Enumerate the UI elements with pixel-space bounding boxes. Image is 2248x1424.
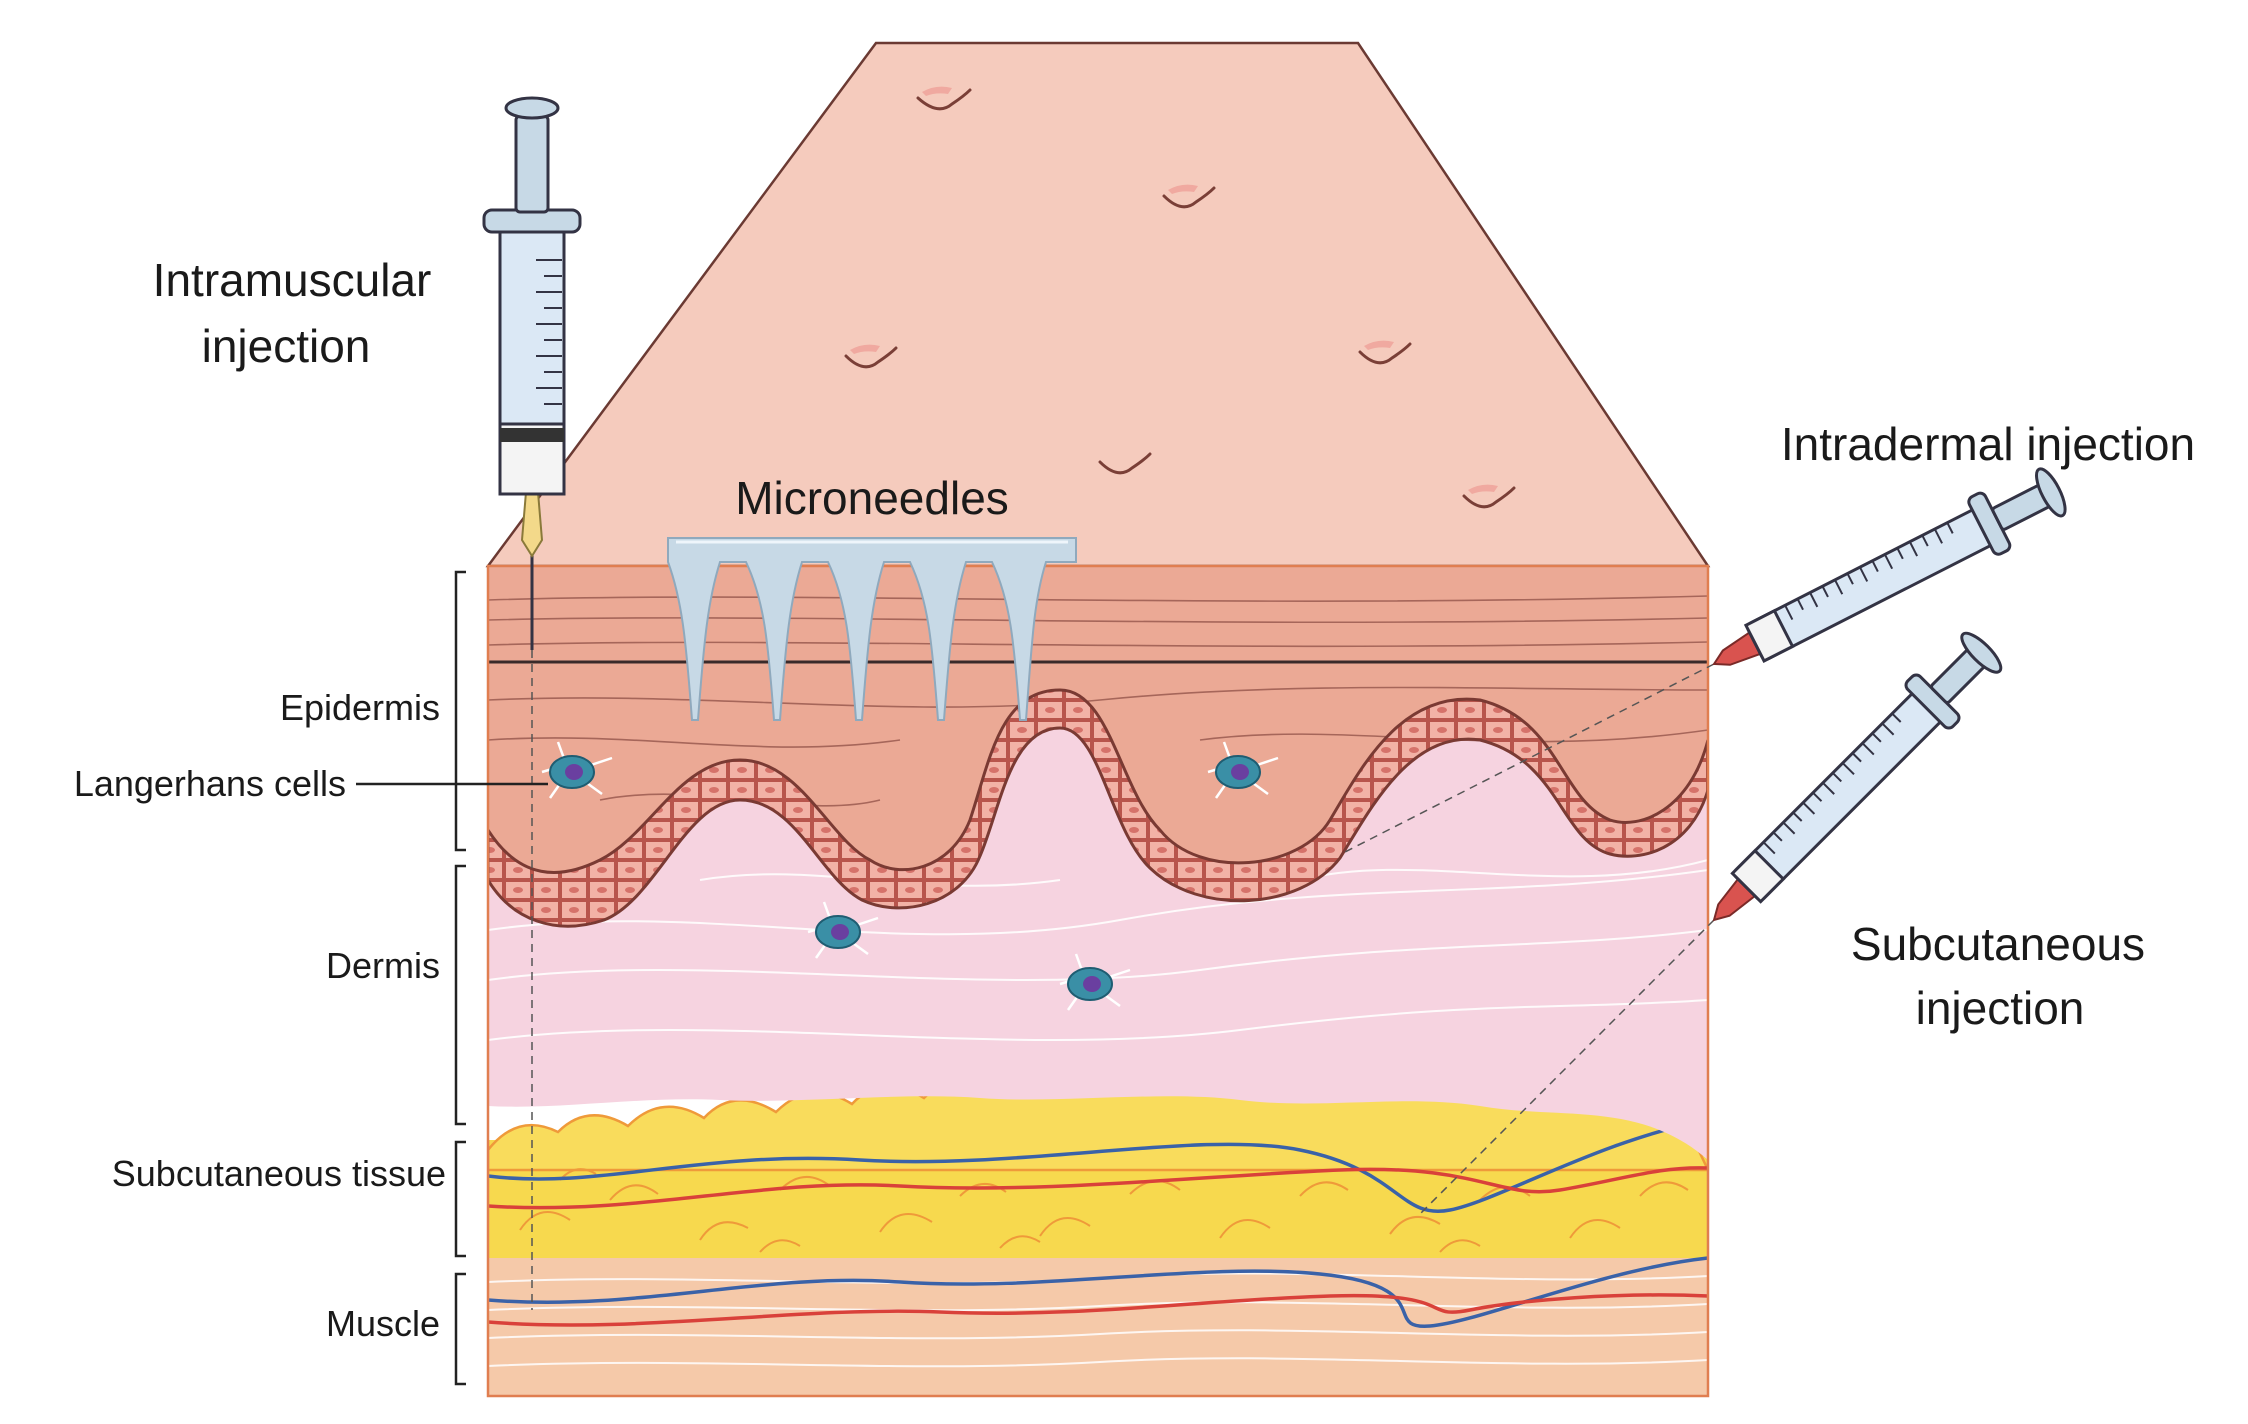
langerhans-label: Langerhans cells	[74, 763, 346, 804]
muscle-layer	[488, 1258, 1708, 1396]
muscle-label: Muscle	[326, 1303, 440, 1344]
langerhans-cell	[541, 741, 613, 799]
intramuscular-label-line1: Intramuscular	[153, 254, 432, 306]
layer-brackets	[356, 570, 548, 1386]
skin-pores	[844, 88, 1516, 509]
langerhans-cell	[1207, 741, 1279, 799]
intramuscular-label-line2: injection	[202, 320, 371, 372]
subcutaneous-label-line2: injection	[1916, 982, 2085, 1034]
epidermis-bracket	[454, 570, 466, 852]
langerhans-cell	[807, 901, 879, 959]
intramuscular-syringe	[482, 96, 582, 1310]
subcutaneous-label-line1: Subcutaneous	[1851, 918, 2145, 970]
subcutaneous-tissue-label: Subcutaneous tissue	[112, 1153, 446, 1194]
artery-fat	[488, 1166, 1708, 1210]
langerhans-cell	[1059, 953, 1131, 1011]
intradermal-syringe	[1339, 467, 2067, 856]
subcutaneous-syringe	[1416, 631, 2003, 1218]
epidermis-layer	[488, 566, 1708, 907]
skin-cross-section	[488, 566, 1708, 1396]
dermis-label: Dermis	[326, 945, 440, 986]
subcutaneous-bracket	[454, 1140, 466, 1258]
dermis-bracket	[454, 864, 466, 1126]
microneedle-patch	[667, 537, 1077, 721]
vein-muscle	[488, 1256, 1708, 1328]
epidermis-label: Epidermis	[280, 687, 440, 728]
microneedles-label: Microneedles	[735, 472, 1009, 524]
skin-surface	[485, 41, 1711, 568]
vein-fat	[488, 1118, 1708, 1213]
intradermal-label: Intradermal injection	[1781, 418, 2195, 470]
muscle-bracket	[454, 1272, 466, 1386]
artery-muscle	[488, 1293, 1708, 1327]
